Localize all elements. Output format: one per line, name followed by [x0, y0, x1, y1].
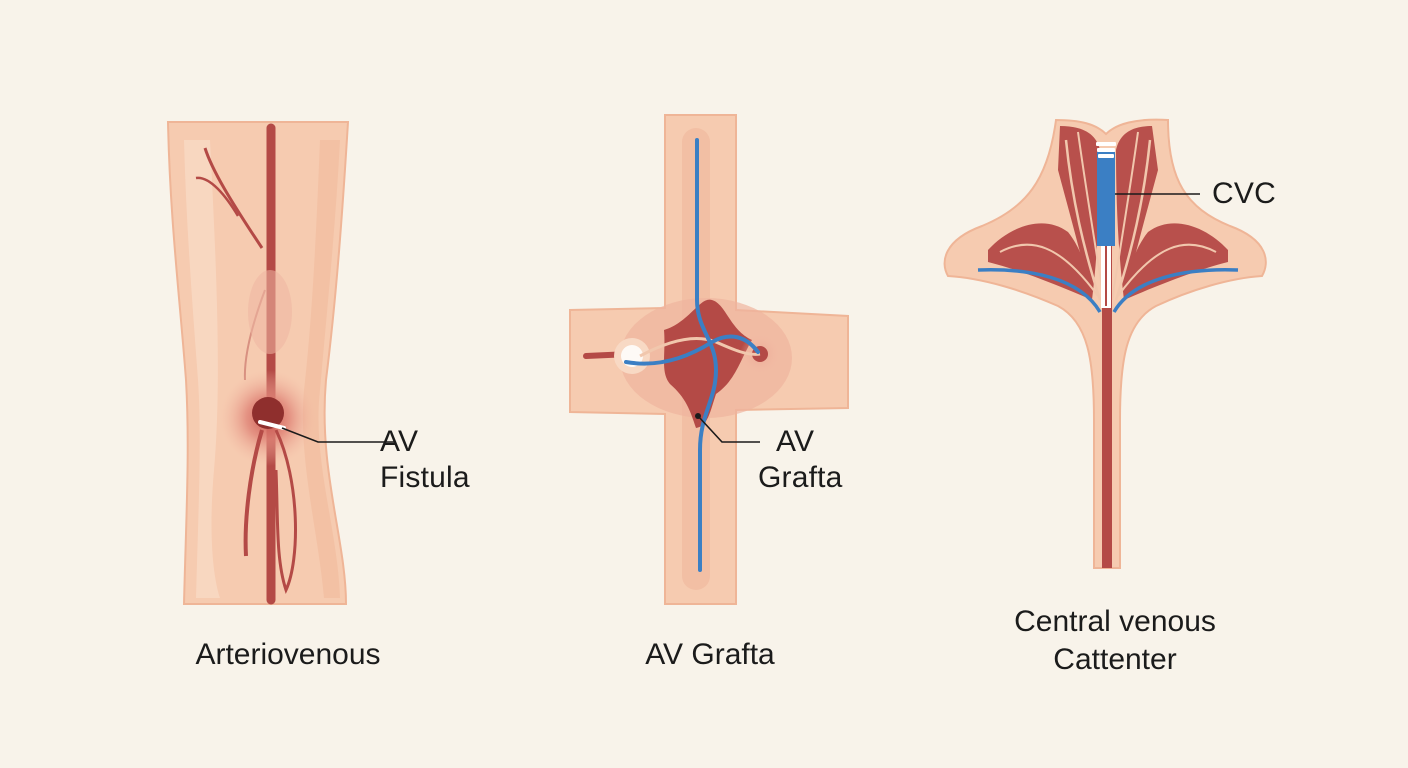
graft-callout-dot — [695, 413, 701, 419]
vein-branch-upper — [203, 147, 264, 249]
graft-tube-loop — [624, 334, 760, 366]
fistula-panel — [166, 121, 394, 605]
fistula-callout-label: AV Fistula — [380, 424, 470, 496]
graft-patch — [248, 270, 292, 354]
graft-tissue — [664, 299, 752, 428]
left-tendon-1 — [1064, 139, 1102, 301]
cvc-catheter-tip — [1097, 152, 1115, 246]
left-tendon-3 — [999, 243, 1099, 297]
graft-callout-line-2: Grafta — [758, 461, 843, 494]
fistula-callout-line — [281, 427, 394, 443]
fistula-callout-line-1: AV — [380, 425, 419, 458]
fistula-caption-line-1: Arteriovenous — [195, 638, 381, 671]
cvc-panel — [943, 118, 1267, 569]
cvc-callout-text: CVC — [1212, 177, 1276, 210]
fistula-caption: Arteriovenous — [168, 636, 408, 674]
forearm-shade — [302, 140, 340, 598]
left-shoulder-muscle — [988, 223, 1092, 300]
right-tendon-1 — [1114, 139, 1152, 301]
lower-vein-loop — [274, 429, 297, 595]
right-tendon-2 — [1111, 131, 1139, 301]
fistula-needle — [258, 420, 286, 430]
cvc-catheter-hub — [1096, 142, 1116, 158]
cvc-caption: Central venous Cattenter — [985, 603, 1245, 679]
graft-panel — [569, 114, 849, 605]
graft-tube-vertical — [695, 138, 719, 572]
right-subclavian-vein — [1112, 268, 1239, 313]
left-subclavian-vein — [977, 268, 1102, 313]
cvc-caption-line-2: Cattenter — [1053, 643, 1177, 676]
graft-strand-right — [715, 340, 761, 356]
graft-caption: AV Grafta — [600, 636, 820, 674]
graft-callout-line — [697, 415, 760, 443]
cvc-callout-label: CVC — [1212, 176, 1276, 212]
graft-callout-line-1: AV — [776, 425, 815, 458]
forearm-highlight — [184, 140, 220, 598]
graft-callout-label: AV Grafta — [758, 424, 843, 496]
vein-branch-fork — [195, 176, 240, 217]
lower-vein-left — [243, 429, 264, 557]
right-tendon-3 — [1117, 243, 1217, 297]
cvc-caption-line-1: Central venous — [1014, 605, 1216, 638]
fistula-callout-line-2: Fistula — [380, 461, 470, 494]
graft-caption-line-1: AV Grafta — [645, 638, 775, 671]
